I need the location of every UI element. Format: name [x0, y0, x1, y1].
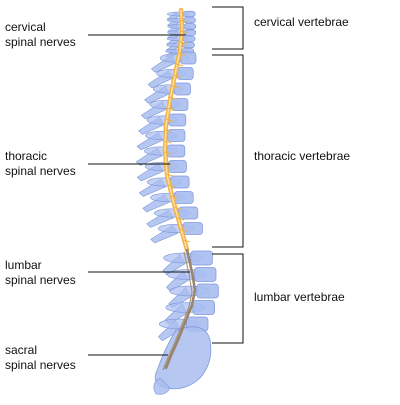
thoracic-vertebra-10-body: [173, 82, 191, 96]
lumbar-vertebrae-bracket: [212, 253, 244, 344]
nerve-root: [170, 195, 179, 199]
lumbar-vertebrae-label: lumbar vertebrae: [254, 290, 345, 304]
nerve-root: [165, 173, 174, 177]
coccyx: [153, 377, 171, 395]
nerve-root: [173, 74, 182, 78]
nerve-root: [165, 118, 174, 122]
cauda-equina-strand: [162, 251, 193, 371]
nerve-root: [167, 107, 175, 111]
nerve-root: [173, 206, 182, 210]
nerve-root: [164, 140, 172, 144]
thoracic-vertebra-19-body: [182, 222, 203, 235]
sacrum: [154, 326, 212, 390]
sacral-label-line2: spinal nerves: [5, 358, 76, 372]
cauda-equina: [164, 248, 197, 370]
nerve-root: [168, 184, 176, 188]
thoracic-vertebra-18-body: [178, 206, 199, 220]
thoracic-vertebra-11-body: [170, 98, 189, 111]
nerve-root: [179, 41, 187, 45]
nerve-root: [176, 217, 185, 221]
thoracic-vertebra-12-body: [168, 113, 187, 127]
nerve-root: [171, 85, 179, 89]
nerve-root: [164, 151, 172, 155]
thoracic-vertebra-15-body: [167, 160, 187, 173]
lumbar-label-line2: spinal nerves: [5, 273, 76, 287]
nerve-root: [164, 129, 172, 133]
cervical-vertebrae-bracket: [212, 6, 244, 50]
nerve-root: [179, 228, 188, 232]
nerve-root: [180, 30, 189, 34]
nerve-root: [178, 52, 186, 56]
sacral-label-line1: sacral: [5, 343, 38, 357]
thoracic-vertebrae-label: thoracic vertebrae: [254, 149, 351, 163]
lumbar-spinal-nerves-label: lumbar spinal nerves: [5, 258, 76, 288]
nerve-root: [183, 239, 191, 243]
thoracic-label-line1: thoracic: [5, 149, 48, 163]
lumbar-vertebra-20-body: [190, 250, 213, 266]
cervical-spinal-nerves-label: cervical spinal nerves: [5, 20, 76, 50]
cervical-vertebra-5-body: [182, 35, 196, 42]
sacral-spinal-nerves-label: sacral spinal nerves: [5, 343, 76, 373]
thoracic-label-line2: spinal nerves: [5, 164, 76, 178]
cervical-vertebrae-label: cervical vertebrae: [254, 15, 349, 29]
thoracic-vertebra-14-body: [166, 144, 186, 158]
cervical-vertebra-2-body: [183, 17, 196, 24]
cervical-label-line2: spinal nerves: [5, 35, 76, 49]
thoracic-spinal-nerves-label: thoracic spinal nerves: [5, 149, 76, 179]
lumbar-vertebra-21-body: [194, 267, 217, 282]
leader-lines: [88, 34, 190, 356]
nerve-root: [176, 63, 184, 67]
thoracic-vertebrae-bracket: [212, 54, 244, 248]
cervical-vertebra-1-body: [182, 10, 196, 18]
nerve-root: [169, 96, 177, 100]
vertebral-column: [135, 10, 219, 395]
cervical-vertebra-3-body: [183, 23, 197, 30]
vertebrae-brackets: [212, 6, 244, 344]
spinal-cord: [162, 7, 197, 371]
lumbar-label-line1: lumbar: [5, 258, 42, 272]
spinal-cord-highlight: [164, 9, 188, 251]
nerve-root: [180, 19, 188, 23]
thoracic-vertebra-9-body: [176, 67, 194, 80]
lumbar-vertebra-22-body: [196, 283, 219, 299]
cervical-label-line1: cervical: [5, 20, 46, 34]
lumbar-vertebra-23-body: [192, 300, 215, 315]
